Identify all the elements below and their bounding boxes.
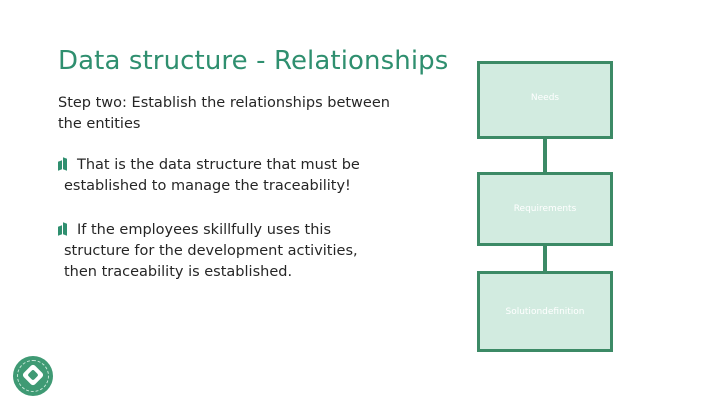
- bullet-text-line: structure for the development activities…: [64, 243, 358, 259]
- bullet-text-line: That is the data structure that must be: [77, 157, 360, 173]
- bullet-text-line: established to manage the traceability!: [64, 178, 351, 194]
- seal-ring: [17, 360, 49, 392]
- bullet-check-icon: [58, 223, 68, 235]
- bullet-item-usage: If the employees skillfully uses this st…: [58, 220, 388, 283]
- diagram-box-requirements: Requirements: [477, 172, 613, 246]
- organization-seal-icon: [13, 356, 53, 396]
- slide-subtitle: Step two: Establish the relationships be…: [58, 95, 390, 132]
- slide-title: Data structure - Relationships: [58, 46, 449, 76]
- diagram-box-solution-definition: Solutiondefinition: [477, 271, 613, 352]
- diagram-box-label: Solutiondefinition: [505, 306, 585, 317]
- bullet-check-icon: [58, 158, 68, 170]
- bullet-item-structure: That is the data structure that must be …: [58, 155, 388, 197]
- bullet-text-line: then traceability is established.: [64, 264, 293, 280]
- diagram-connector: [543, 139, 547, 172]
- diagram-box-label: Requirements: [513, 204, 577, 214]
- diagram-box-label: Needs: [530, 93, 560, 103]
- diagram-box-needs: Needs: [477, 61, 613, 139]
- diagram-connector: [543, 246, 547, 271]
- bullet-text-line: If the employees skillfully uses this: [77, 222, 331, 238]
